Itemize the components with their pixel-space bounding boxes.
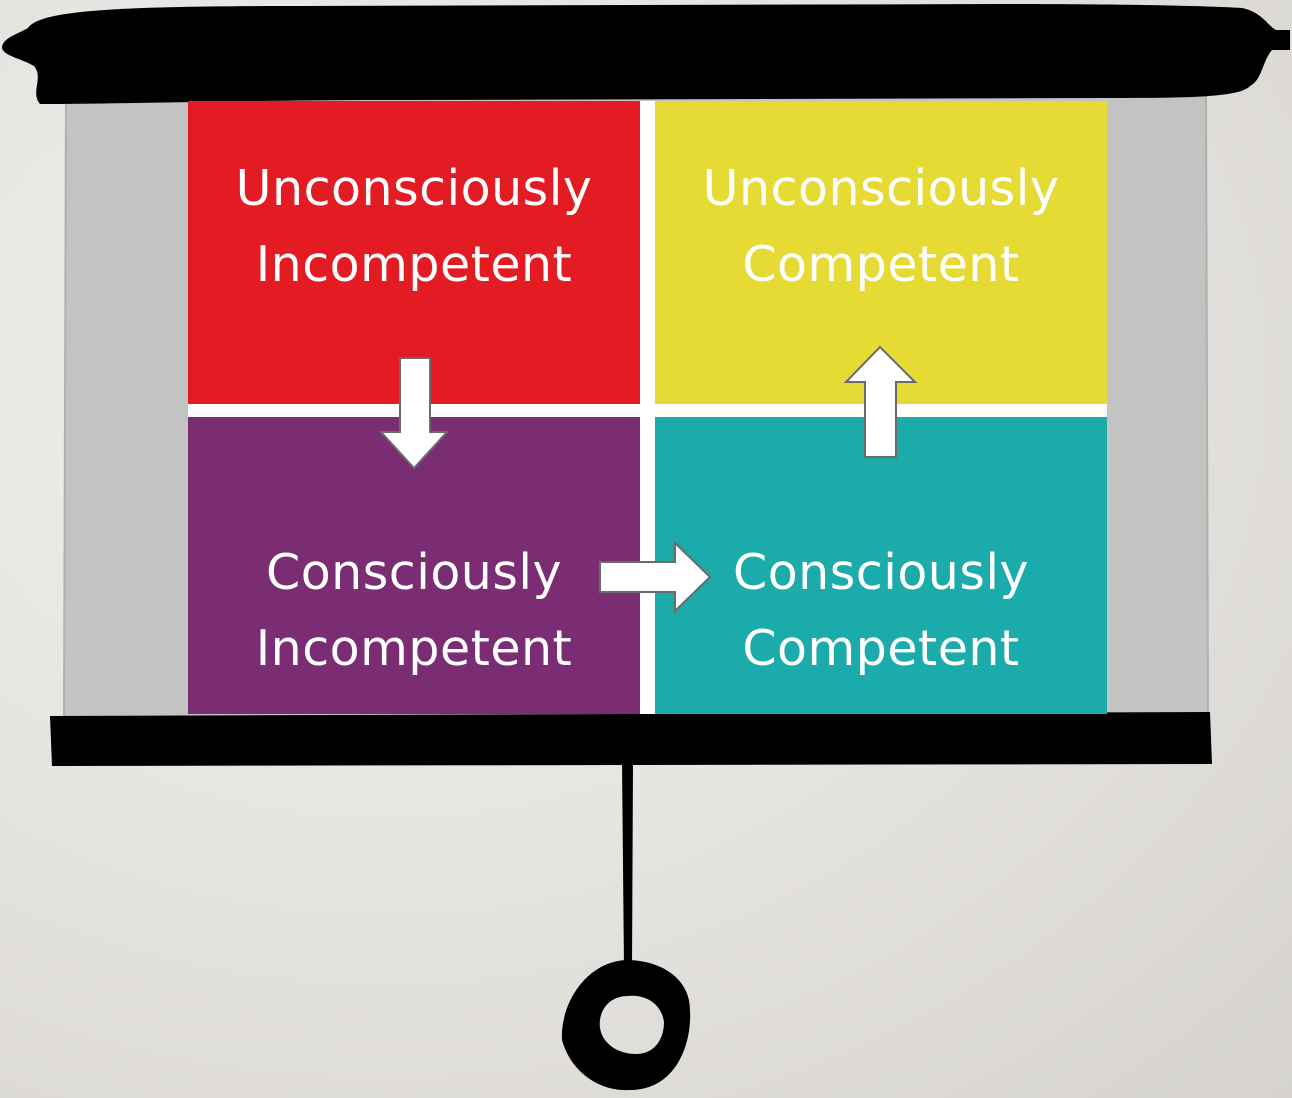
bottom-bar xyxy=(50,712,1212,766)
quadrant-consciously-competent: Consciously Competent xyxy=(655,417,1107,714)
top-roller-bar xyxy=(2,4,1290,104)
quadrant-unconsciously-incompetent: Unconsciously Incompetent xyxy=(188,101,640,404)
quadrant-label-line1: Consciously xyxy=(265,544,562,601)
quadrant-label-line1: Unconsciously xyxy=(235,160,593,217)
quadrant-label-line2: Incompetent xyxy=(255,236,573,293)
quadrant-label-line1: Consciously xyxy=(732,544,1029,601)
quadrant-label-line2: Competent xyxy=(742,620,1020,677)
pull-ring xyxy=(561,960,691,1091)
quadrant-label-line2: Incompetent xyxy=(255,620,573,677)
quadrant-unconsciously-competent: Unconsciously Competent xyxy=(655,101,1107,404)
pull-cord xyxy=(622,762,633,968)
quadrant-label-line1: Unconsciously xyxy=(702,160,1060,217)
quadrant-consciously-incompetent: Consciously Incompetent xyxy=(188,417,640,714)
quadrant-label-line2: Competent xyxy=(742,236,1020,293)
